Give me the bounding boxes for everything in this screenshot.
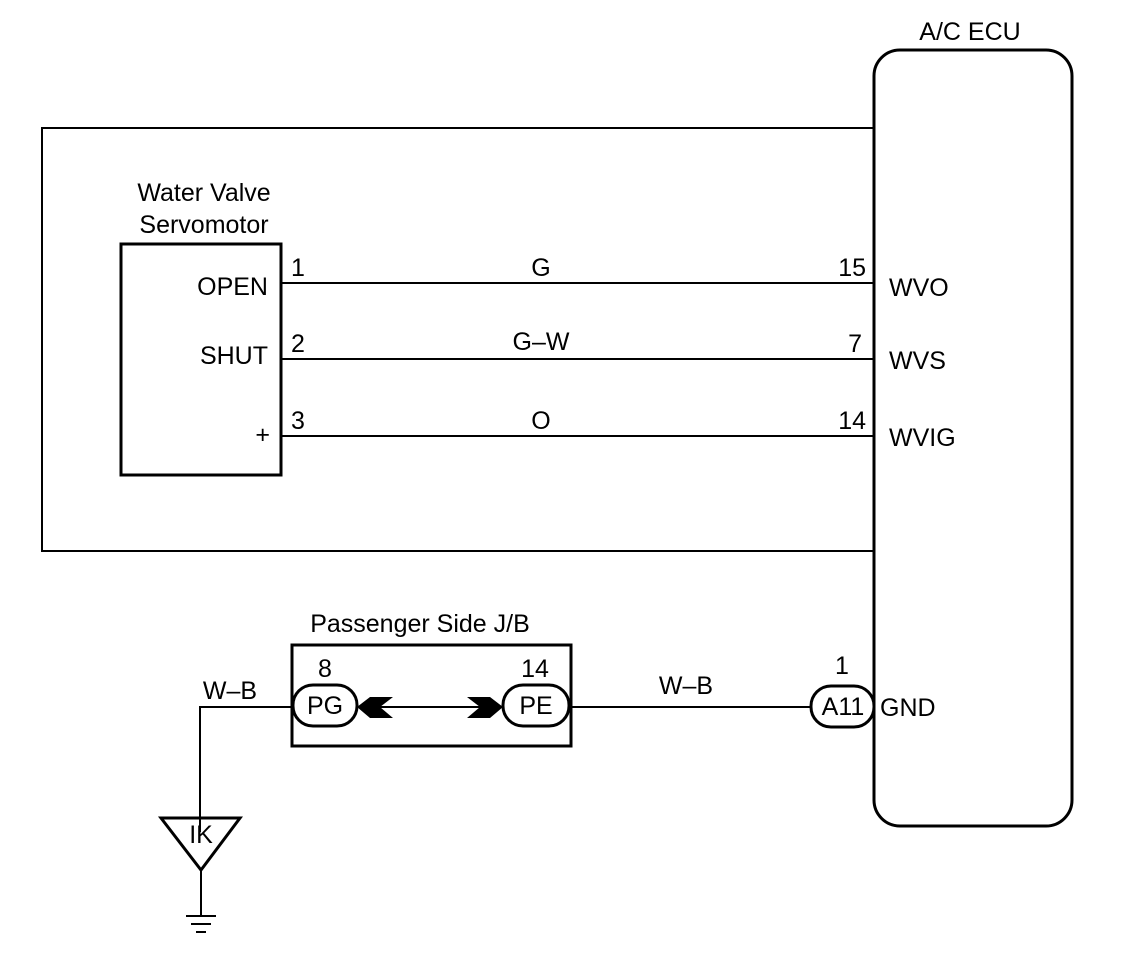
ecu-pin-15: 15 xyxy=(838,254,866,282)
connector-pg xyxy=(291,683,359,728)
ground-wire-left xyxy=(199,706,293,832)
wire-color-wb-right: W–B xyxy=(659,672,713,700)
ecu-terminal-gnd: GND xyxy=(880,694,936,722)
ecu-terminal-wvo: WVO xyxy=(889,274,949,302)
gnd-pin-1: 1 xyxy=(835,652,849,680)
servo-pin-1: 1 xyxy=(291,254,305,282)
jb-title: Passenger Side J/B xyxy=(310,610,530,638)
jb-pin-14: 14 xyxy=(521,655,549,683)
harness-enclosure xyxy=(41,127,874,552)
connector-pg-label: PG xyxy=(307,692,343,720)
ecu-terminal-wvs: WVS xyxy=(889,347,946,375)
jb-box xyxy=(290,643,573,748)
servomotor-title-line1: Water Valve xyxy=(137,179,270,207)
connector-a11-label: A11 xyxy=(822,693,865,721)
chevron-left-icon xyxy=(357,697,393,718)
ecu-pin-7: 7 xyxy=(848,330,862,358)
servo-terminal-shut: SHUT xyxy=(200,342,268,370)
ecu-terminal-wvig: WVIG xyxy=(889,424,956,452)
servo-terminal-plus: + xyxy=(255,421,270,449)
servo-pin-3: 3 xyxy=(291,407,305,435)
wire-color-g: G xyxy=(531,254,550,282)
servo-terminal-open: OPEN xyxy=(197,273,268,301)
wire-color-o: O xyxy=(531,407,550,435)
chevron-right-icon xyxy=(467,697,503,718)
connector-pe xyxy=(501,683,571,728)
ecu-pin-14: 14 xyxy=(838,407,866,435)
wire-color-wb-left: W–B xyxy=(203,677,257,705)
jb-pin-8: 8 xyxy=(318,655,332,683)
ac-ecu-box xyxy=(872,48,1074,828)
servo-pin-2: 2 xyxy=(291,330,305,358)
ground-point-triangle xyxy=(157,816,243,873)
wire-color-gw: G–W xyxy=(513,328,570,356)
connector-pe-label: PE xyxy=(519,692,552,720)
ground-point-label: IK xyxy=(189,821,213,849)
servomotor-title-line2: Servomotor xyxy=(139,211,268,239)
ac-ecu-title: A/C ECU xyxy=(919,18,1020,46)
connector-a11 xyxy=(809,684,876,729)
earth-ground-icon xyxy=(186,915,216,933)
